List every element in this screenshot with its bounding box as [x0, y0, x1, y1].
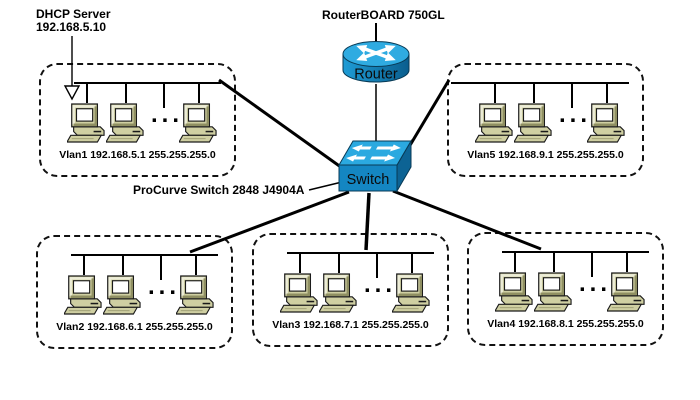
switch-icon: Switch [338, 139, 412, 193]
drop-line [606, 82, 608, 103]
vlan3-label: Vlan3 192.168.7.1 255.255.255.0 [272, 319, 429, 331]
ethernet-bus [287, 252, 434, 254]
vlan4-label: Vlan4 192.168.8.1 255.255.255.0 [487, 318, 644, 330]
switch-arrows-glyph [346, 144, 401, 162]
dhcp-server-label-line1: DHCP Server [36, 7, 111, 21]
drop-line [626, 251, 628, 272]
drop-line [411, 252, 413, 273]
computer-icon [534, 271, 572, 313]
router-device-label: Router [354, 67, 398, 83]
drop-line [494, 82, 496, 103]
computer-icon [514, 102, 552, 144]
drop-line [198, 82, 200, 103]
drop-line [338, 252, 340, 273]
drop-line [86, 82, 88, 103]
vlan5-group: ... Vlan5 192.168.9.1 255.255.255.0 [447, 63, 644, 177]
vlan1-group: ... Vlan1 192.168.5.1 255.255.255.0 [39, 63, 236, 177]
drop-line [571, 82, 573, 108]
drop-line [514, 251, 516, 272]
vlan4-group: ... Vlan4 192.168.8.1 255.255.255.0 [467, 232, 664, 346]
vlan3-group: ... Vlan3 192.168.7.1 255.255.255.0 [252, 233, 449, 347]
computer-icon [106, 102, 144, 144]
ethernet-bus [74, 82, 221, 84]
switch-caption: ProCurve Switch 2848 J4904A [133, 183, 305, 197]
router-caption: RouterBOARD 750GL [322, 8, 445, 22]
switch-device-label: Switch [347, 172, 390, 188]
router-arrows-glyph [356, 45, 396, 61]
more-computers-dots: ... [147, 273, 180, 300]
computer-icon [67, 102, 105, 144]
vlan5-label: Vlan5 192.168.9.1 255.255.255.0 [467, 149, 624, 161]
drop-line [299, 252, 301, 273]
drop-line [163, 82, 165, 108]
vlan1-label: Vlan1 192.168.5.1 255.255.255.0 [59, 149, 216, 161]
computer-icon [280, 272, 318, 314]
drop-line [376, 252, 378, 278]
drop-line [122, 254, 124, 275]
more-computers-dots: ... [578, 270, 611, 297]
computer-icon [64, 274, 102, 316]
dhcp-server-label: DHCP Server 192.168.5.10 [36, 8, 110, 34]
ethernet-bus [451, 82, 629, 84]
ethernet-bus [71, 254, 218, 256]
drop-line [553, 251, 555, 272]
computer-icon [319, 272, 357, 314]
computer-icon [495, 271, 533, 313]
drop-line [195, 254, 197, 275]
drop-line [160, 254, 162, 280]
computer-icon [103, 274, 141, 316]
computer-icon [475, 102, 513, 144]
drop-line [591, 251, 593, 277]
drop-line [125, 82, 127, 103]
drop-line [533, 82, 535, 103]
router-icon: Router [342, 41, 410, 83]
more-computers-dots: ... [363, 271, 396, 298]
more-computers-dots: ... [150, 101, 183, 128]
vlan2-label: Vlan2 192.168.6.1 255.255.255.0 [56, 321, 213, 333]
ethernet-bus [502, 251, 649, 253]
more-computers-dots: ... [558, 101, 591, 128]
dhcp-server-label-line2: 192.168.5.10 [36, 20, 107, 34]
vlan2-group: ... Vlan2 192.168.6.1 255.255.255.0 [36, 235, 233, 349]
drop-line [83, 254, 85, 275]
switch-vlan1-link [218, 78, 346, 172]
